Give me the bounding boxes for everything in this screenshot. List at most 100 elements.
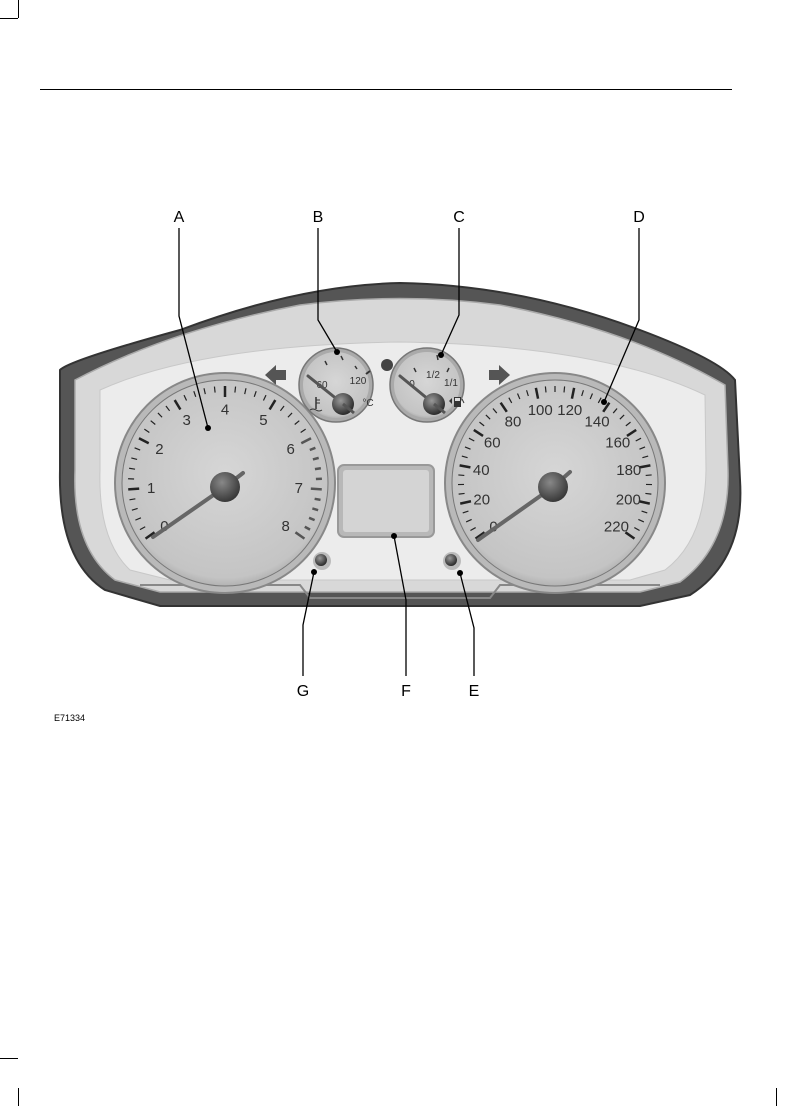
leader-lines [178,228,640,676]
minor-tick [645,492,652,495]
minor-tick [234,386,237,393]
minor-tick [597,397,602,404]
minor-tick [492,408,498,414]
callout-label-f: F [401,683,411,700]
major-tick [624,531,636,540]
needle-hub [210,472,240,502]
minor-tick [581,390,585,397]
major-tick [268,399,277,411]
minor-tick [314,467,322,471]
temperature-gauge: 60 120 °C [298,347,374,423]
minor-tick [144,428,150,433]
minor-tick [638,518,645,523]
minor-tick [312,507,319,512]
minor-tick [193,390,197,398]
fuel-scale-label: 1/2 [426,370,440,381]
minor-tick [470,527,476,532]
minor-tick [508,397,513,404]
speedometer-scale-label: 140 [585,413,610,430]
leader-dots [205,349,607,576]
major-tick [128,487,140,491]
minor-tick [589,393,594,400]
tachometer-scale-label: 1 [147,480,155,497]
minor-tick [183,394,188,401]
speedometer-scale-label: 180 [616,462,641,479]
speedometer-ticks [458,386,652,540]
needle-hub [538,472,568,502]
minor-tick [203,388,206,395]
minor-tick [287,412,293,418]
callout-label-e: E [469,683,480,700]
minor-tick [131,457,138,461]
left-turn-arrow-icon [265,365,286,385]
minor-tick [479,421,485,427]
fuel-pump-icon [449,397,465,407]
speedometer-scale-label: 60 [484,434,501,451]
minor-tick [253,390,257,398]
major-tick [459,464,471,469]
minor-tick [213,386,216,393]
clock-set-button[interactable] [443,552,461,570]
minor-tick [485,414,491,420]
minor-tick [635,437,642,442]
tachometer-scale-label: 0 [160,518,168,535]
major-tick [534,387,540,399]
major-tick [310,487,322,491]
callout-label-a: A [174,209,185,226]
major-tick [626,428,637,437]
crop-mark [18,1088,19,1106]
minor-tick [525,390,529,397]
speedometer-scale-label: 220 [604,518,629,535]
minor-tick [465,518,472,523]
speedometer-scale-label: 80 [505,413,522,430]
minor-tick [458,492,465,495]
speedometer-scale-label: 160 [605,434,630,451]
speedometer-scale-label: 20 [473,491,490,508]
minor-tick [612,408,618,414]
coolant-temperature-icon [309,397,323,412]
minor-tick [639,446,646,450]
minor-tick [129,467,136,470]
figure-id: E71334 [54,713,86,723]
tachometer-scale-label: 7 [295,480,303,497]
minor-tick [262,394,267,401]
minor-tick [468,437,475,442]
warning-lamp [381,359,393,371]
tachometer-scale-label: 4 [221,401,229,418]
minor-tick [461,455,468,459]
tachometer-scale-label: 5 [259,412,267,429]
temperature-scale-label: 120 [350,376,367,387]
callout-label-d: D [633,209,645,226]
speedometer-scale-label: 120 [557,402,582,419]
trip-reset-button[interactable] [313,552,331,570]
major-tick [474,531,486,540]
right-turn-arrow-icon [489,365,510,385]
speedometer-scale-label: 100 [528,402,553,419]
minor-tick [464,446,471,450]
major-tick [639,464,651,469]
minor-tick [294,420,300,425]
minor-tick [300,428,306,433]
tachometer-scale-label: 2 [155,441,163,458]
major-tick [473,428,484,437]
crop-mark [0,18,18,19]
header-rule [40,89,732,90]
major-tick [294,531,306,540]
crop-mark [0,1058,18,1059]
tachometer-ticks [128,386,322,540]
speedometer-scale-label: 40 [473,462,490,479]
minor-tick [150,420,156,425]
minor-tick [135,517,142,521]
tachometer-scale-label: 6 [286,441,294,458]
minor-tick [134,447,141,451]
speedometer-needle [476,485,555,542]
minor-tick [131,507,138,511]
minor-tick [619,414,625,420]
message-display [337,464,435,538]
major-tick [144,531,156,540]
fuel-scale-label: 1/1 [444,378,458,389]
minor-tick [312,456,320,461]
tachometer-scale-label: 8 [281,518,289,535]
